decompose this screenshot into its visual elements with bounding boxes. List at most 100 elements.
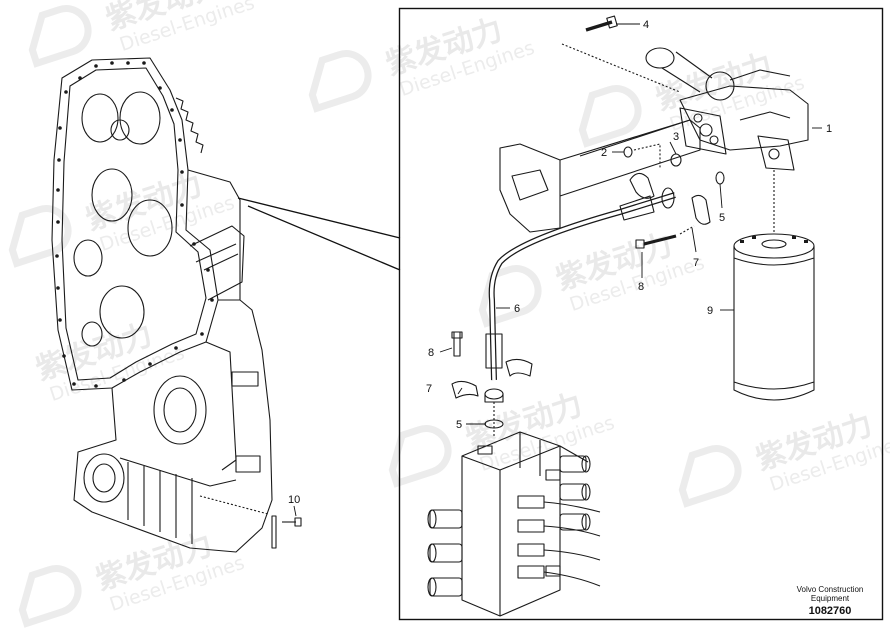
detail-frame (398, 7, 884, 621)
bore-lower-small (81, 321, 103, 347)
detail-drawing (427, 15, 815, 617)
bore-housing-front-inner (92, 463, 116, 493)
watermark-logo-icon (478, 265, 542, 328)
watermark-1: 紫发动力 Diesel-Engines (28, 0, 257, 68)
valve-block-port (477, 445, 493, 455)
callouts: 1 2 3 4 5 5 6 7 7 8 8 9 10 (288, 19, 832, 506)
filter-head-sensor-lead (729, 69, 791, 81)
callout-5-upper: 5 (719, 212, 725, 224)
oil-filter-thread (761, 239, 787, 249)
housing-valve-outline (189, 225, 245, 301)
o-ring-3 (670, 153, 682, 167)
gear-housing (51, 57, 302, 553)
caption-reference-number: 1082760 (809, 605, 852, 617)
bolt-8-lower-shank (453, 331, 461, 357)
detail-housing-section (499, 119, 701, 233)
filter-head-detail (739, 111, 791, 121)
filter-port-flange (757, 135, 795, 171)
oil-filter-grip-notches (740, 236, 808, 243)
o-ring-5-upper (715, 171, 725, 185)
callout-7-lower: 7 (426, 383, 432, 395)
flange-bolt-holes (55, 61, 214, 388)
callout-4: 4 (643, 19, 649, 31)
filter-port-hole (768, 148, 780, 160)
clamp-lower-left (451, 380, 479, 399)
oil-filter-seams (733, 257, 815, 390)
bore-upper-left (81, 93, 119, 143)
watermark-6: 紫发动力 Diesel-Engines (32, 317, 188, 406)
bolt-8-lower-head (451, 331, 463, 339)
oil-filter-top (733, 233, 815, 259)
filter-head (679, 85, 809, 151)
clamp-upper-left (629, 172, 655, 199)
oil-pipe-lower-collar (485, 333, 503, 369)
housing-boss (231, 371, 259, 387)
housing-rib-top (119, 457, 237, 487)
zoom-leader-lines (237, 197, 401, 271)
watermark-5: 紫发动力 Diesel-Engines (478, 227, 707, 328)
filter-head-cap-neck (661, 51, 713, 93)
flange-plate-hole (693, 113, 703, 123)
bolt-10-head (294, 517, 302, 527)
housing-boss-lower (235, 455, 261, 473)
oil-pipe-upper-collar (619, 195, 655, 221)
valve-block-top-detail (519, 432, 541, 476)
watermark-layer: 紫发动力 Diesel-Engines 紫发动力 Diesel-Engines … (8, 0, 890, 628)
callout-5-lower: 5 (456, 419, 462, 431)
detail-housing-edges (559, 119, 691, 196)
filter-head-cap (645, 47, 675, 69)
callout-9: 9 (707, 305, 713, 317)
clamp-lower-right (505, 358, 533, 377)
leader-plate (199, 495, 269, 515)
watermark-9: 紫发动力 Diesel-Engines (18, 527, 247, 628)
callout-leaders (293, 23, 822, 517)
watermark-logo-icon (678, 445, 742, 508)
filter-head-sensor (705, 71, 735, 101)
watermark-logo-icon (388, 425, 452, 488)
caption: Volvo Construction Equipment 1082760 (797, 585, 864, 617)
valve-fittings (517, 469, 561, 579)
clamp-upper-right (691, 194, 711, 225)
bore-housing-front (83, 453, 125, 503)
watermark-logo-icon (578, 85, 642, 148)
oil-pipe-lower-flange (484, 388, 504, 400)
bore-middle-right (127, 199, 173, 257)
flange-plate-bore (699, 123, 713, 137)
callout-3: 3 (673, 131, 679, 143)
callout-7-upper: 7 (693, 257, 699, 269)
bore-housing-lower-inner (163, 387, 197, 433)
leader-bolt-4 (561, 43, 681, 93)
oil-pipe-upper-end (661, 187, 675, 209)
bore-middle (91, 168, 133, 222)
callout-10: 10 (288, 494, 300, 506)
detail-housing-port (511, 169, 549, 201)
flange-plate (679, 107, 727, 155)
o-ring-2 (623, 146, 633, 158)
bolt-8-upper-shank (643, 234, 677, 246)
gear-teeth (175, 97, 204, 154)
bore-left (73, 239, 103, 277)
watermark-8: 紫发动力 Diesel-Engines (678, 407, 890, 508)
leader-o-rings (633, 143, 661, 168)
gasket-flange (51, 57, 219, 391)
callout-6: 6 (514, 303, 520, 315)
bolt-4-head (606, 15, 618, 29)
oil-pipe-inner (489, 193, 676, 381)
housing-edges (205, 299, 240, 471)
leader-bolt-8-upper (679, 225, 695, 235)
bolt-8-upper-head (635, 239, 645, 249)
bore-housing-lower (153, 375, 207, 445)
watermark-2: 紫发动力 Diesel-Engines (308, 12, 537, 113)
caption-company-line2: Equipment (811, 594, 850, 603)
valve-hoses (543, 501, 601, 587)
valve-hose-upper (559, 445, 589, 463)
callout-1: 1 (826, 123, 832, 135)
gasket-inner-edge (61, 67, 207, 381)
oil-filter-body (733, 246, 815, 401)
bore-lower (99, 285, 145, 339)
watermark-logo-icon (18, 565, 82, 628)
valve-block-edges (461, 445, 561, 616)
valve-solenoids (427, 455, 591, 597)
cover-plate (271, 515, 277, 549)
